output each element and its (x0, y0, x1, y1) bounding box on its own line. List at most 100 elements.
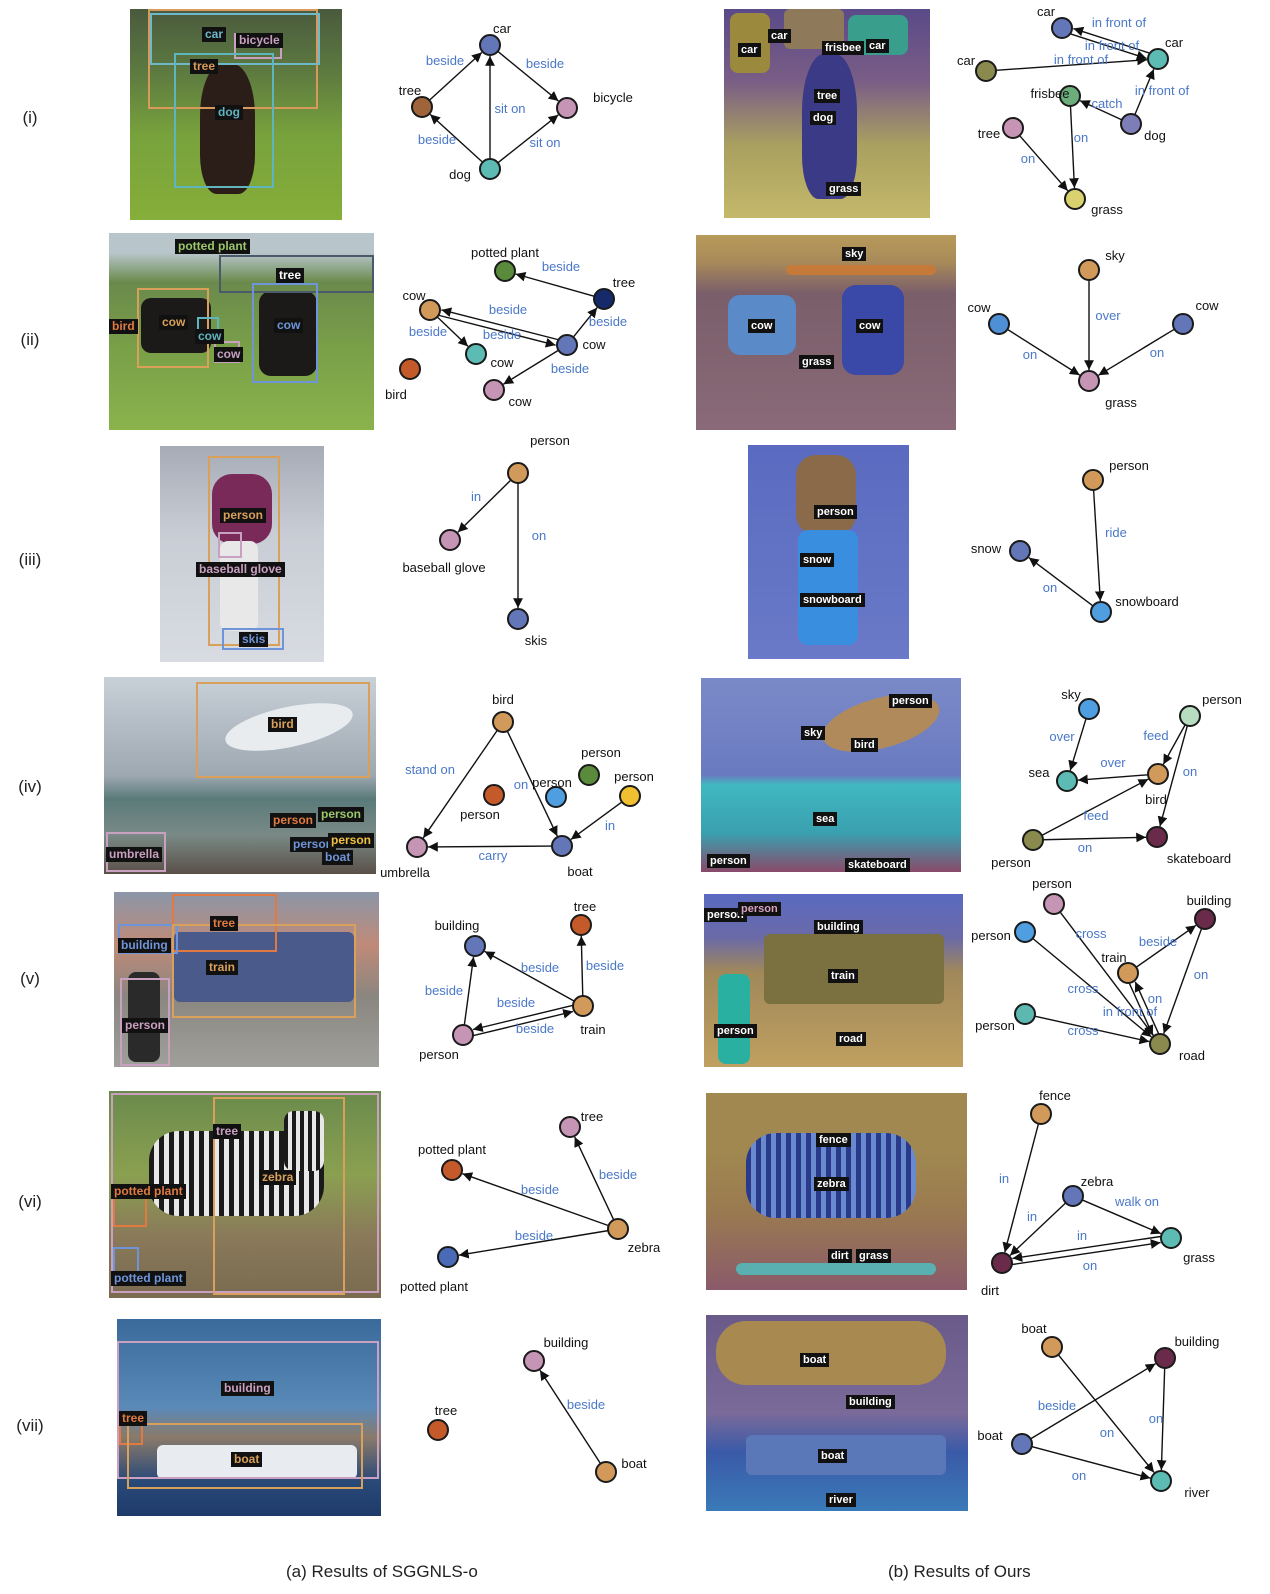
graph-edge (1028, 557, 1094, 607)
edge-predicate-label: in (1027, 1209, 1037, 1224)
graph-node (572, 995, 594, 1017)
node-label: person (614, 769, 654, 784)
edge-predicate-label: beside (586, 958, 624, 973)
node-label: baseball glove (402, 560, 485, 575)
mask-tag: grass (856, 1249, 892, 1263)
graph-edge (1081, 1199, 1162, 1235)
bbox-tag: cow (274, 318, 304, 333)
edge-predicate-label: on (1072, 1468, 1086, 1483)
graph-edge (473, 1009, 574, 1037)
mask-tag: boat (800, 1353, 830, 1367)
graph-edge (572, 307, 598, 338)
mask-tag: sky (801, 726, 826, 740)
graph-node (1030, 1103, 1052, 1125)
graph-node (556, 97, 578, 119)
node-label: cow (508, 394, 532, 409)
graph-edge (457, 479, 512, 533)
mask-tag: car (866, 39, 889, 53)
graph-node (1014, 921, 1036, 943)
graph-node (441, 1159, 463, 1181)
bbox-tag: person (122, 1018, 169, 1033)
node-label: bird (385, 387, 407, 402)
node-label: building (1175, 1334, 1220, 1349)
node-label: tree (613, 275, 635, 290)
edge-predicate-label: on (1100, 1425, 1114, 1440)
node-label: potted plant (418, 1142, 486, 1157)
graph-node (1150, 1470, 1172, 1492)
edge-predicate-label: beside (418, 132, 456, 147)
graph-edge (1007, 328, 1081, 376)
node-label: car (493, 21, 512, 36)
node-label: building (1187, 893, 1232, 908)
mask-tag: fence (816, 1133, 851, 1147)
graph-node (483, 784, 505, 806)
graph-node (570, 914, 592, 936)
node-label: skis (525, 633, 548, 648)
edge-predicate-label: on (1043, 580, 1057, 595)
graph-node (1082, 469, 1104, 491)
graph-edge (1092, 489, 1105, 602)
bbox-tag: potted plant (175, 239, 250, 254)
node-label: car (1037, 4, 1056, 19)
graph-edge (1002, 1123, 1040, 1253)
bbox-tag: cow (214, 347, 244, 362)
edge-predicate-label: on (1194, 967, 1208, 982)
graph-edge (1009, 1202, 1067, 1256)
graph-edge (1162, 724, 1186, 765)
graph-node (607, 1218, 629, 1240)
node-label: tree (399, 83, 421, 98)
node-label: frisbee (1030, 86, 1069, 101)
bbox-tag: person (328, 833, 375, 848)
edge-predicate-label: beside (483, 327, 521, 342)
edge-predicate-label: in front of (1085, 38, 1140, 53)
row-label-v: (v) (20, 969, 40, 988)
mask-tag: dirt (828, 1249, 852, 1263)
edge-predicate-label: on (1083, 1258, 1097, 1273)
graph-edge (1098, 328, 1175, 376)
node-label: person (991, 855, 1031, 870)
graph-edge (497, 50, 559, 102)
edge-predicate-label: beside (589, 314, 627, 329)
graph-node (991, 1252, 1013, 1274)
graph-node (494, 260, 516, 282)
row-label-vii: (vii) (16, 1416, 44, 1435)
node-label: fence (1039, 1088, 1071, 1103)
graph-edge (1077, 774, 1149, 785)
graph-node (619, 785, 641, 807)
edge-predicate-label: in front of (1135, 83, 1190, 98)
edge-predicate-label: in (1077, 1228, 1087, 1243)
mask-tag: grass (799, 355, 835, 369)
graph-edge (1034, 1015, 1150, 1045)
edge-predicate-label: on (1074, 130, 1088, 145)
mask-tag: road (836, 1032, 866, 1046)
graph-node (1179, 705, 1201, 727)
node-label: dirt (981, 1283, 999, 1298)
graph-node (1160, 1227, 1182, 1249)
graph-node (1059, 85, 1081, 107)
graph-edge (463, 956, 478, 1026)
node-label: tree (581, 1109, 603, 1124)
node-label: person (581, 745, 621, 760)
graph-edge (1012, 1235, 1161, 1262)
edge-predicate-label: on (1023, 347, 1037, 362)
graph-edge (539, 1369, 602, 1464)
graph-node (427, 1419, 449, 1441)
graph-edge (1079, 99, 1123, 121)
mask-tag: boat (818, 1449, 848, 1463)
node-label: person (1109, 458, 1149, 473)
node-label: umbrella (380, 865, 431, 880)
node-label: bird (1145, 792, 1167, 807)
graph-edge (462, 1172, 609, 1227)
graph-edge (515, 271, 595, 297)
graph-node (1043, 893, 1065, 915)
graph-edge (436, 316, 469, 347)
graph-node (439, 529, 461, 551)
node-label: sky (1061, 687, 1081, 702)
mask-tag: snow (800, 553, 835, 567)
mask-tag: train (828, 969, 858, 983)
graph-edge (1134, 981, 1160, 1034)
bbox-tag: building (118, 938, 171, 953)
graph-edge (1031, 1445, 1151, 1481)
graph-node (507, 608, 529, 630)
node-label: dog (449, 167, 471, 182)
